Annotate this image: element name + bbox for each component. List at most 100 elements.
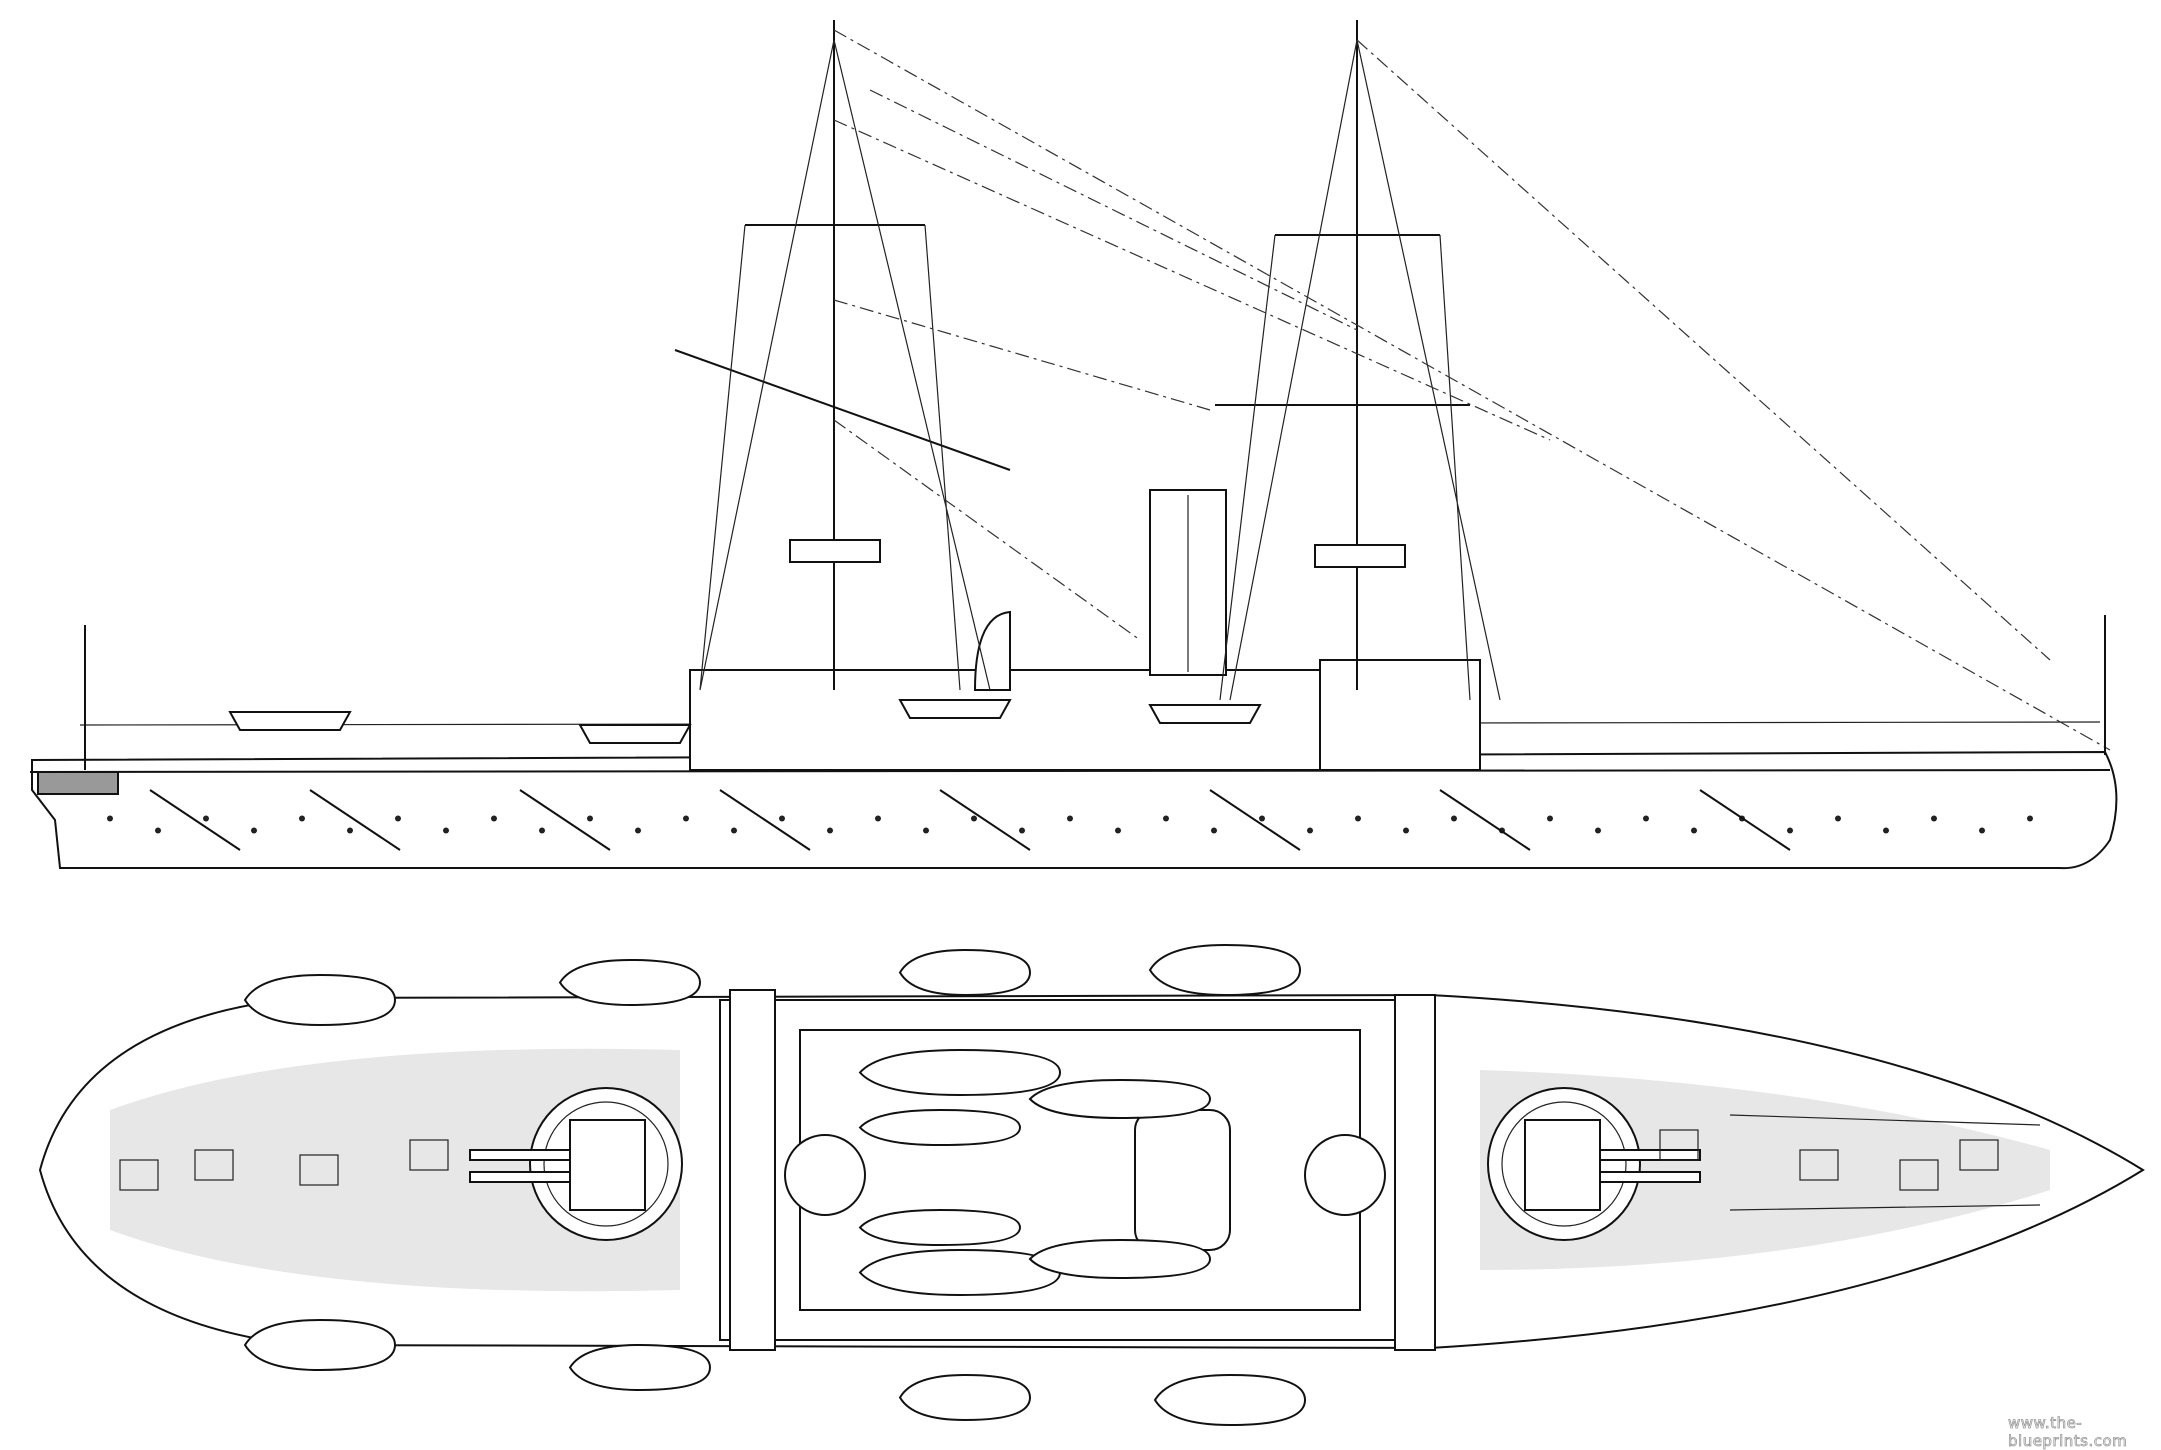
ventilator <box>973 610 1011 691</box>
fore-gaff <box>674 349 1011 471</box>
aft-gun-right <box>469 1171 571 1183</box>
boat <box>1028 1238 1212 1280</box>
hatch <box>409 1139 449 1171</box>
boat <box>1148 943 1302 997</box>
boom <box>939 789 1031 851</box>
porthole <box>1451 815 1457 822</box>
deck-planking-shading <box>110 1048 680 1292</box>
porthole <box>1931 815 1937 822</box>
stays <box>833 29 2111 751</box>
porthole <box>875 815 881 822</box>
funnel-plan <box>1134 1109 1231 1251</box>
hatch <box>1959 1139 1999 1171</box>
watermark: www.the-blueprints.com <box>2008 1414 2128 1450</box>
boom <box>309 789 401 851</box>
top-plan-view <box>38 943 2145 1427</box>
hatch <box>119 1159 159 1191</box>
aft-turret-ring <box>543 1101 669 1227</box>
shrouds <box>699 39 1501 701</box>
porthole <box>251 827 257 834</box>
anchor-chain-2 <box>1729 1204 2041 1211</box>
plan-boats <box>243 943 1307 1427</box>
porthole <box>1067 815 1073 822</box>
stern-gallery <box>37 771 119 795</box>
aft-superstructure <box>1319 659 1481 771</box>
boat <box>1028 1078 1212 1120</box>
hatch <box>1899 1159 1939 1191</box>
portholes <box>107 815 2033 834</box>
porthole <box>2027 815 2033 822</box>
boat <box>558 958 702 1007</box>
fore-conning-tower <box>1304 1134 1386 1216</box>
boat <box>858 1248 1062 1297</box>
boat <box>568 1343 712 1392</box>
porthole <box>1979 827 1985 834</box>
boat <box>858 1048 1062 1097</box>
porthole <box>1019 827 1025 834</box>
fore-gun-right <box>1599 1171 1701 1183</box>
porthole <box>827 827 833 834</box>
anchor-chain-1 <box>1729 1114 2041 1126</box>
boat <box>578 724 692 744</box>
boat <box>1153 1373 1307 1427</box>
side-boats <box>228 699 1262 744</box>
porthole <box>1115 827 1121 834</box>
hatch <box>194 1149 234 1181</box>
porthole <box>971 815 977 822</box>
boom <box>719 789 811 851</box>
porthole <box>203 815 209 822</box>
fore-top <box>789 539 881 563</box>
fore-gun-left <box>1599 1149 1701 1161</box>
porthole <box>1355 815 1361 822</box>
hatch <box>1659 1129 1699 1161</box>
porthole <box>635 827 641 834</box>
hatch <box>299 1154 339 1186</box>
boat <box>228 711 352 731</box>
deck-hatches <box>119 1129 1999 1191</box>
fore-gunhouse <box>1524 1119 1601 1211</box>
boat <box>243 973 397 1027</box>
torpedo-net-booms <box>149 789 1791 851</box>
porthole <box>1787 827 1793 834</box>
porthole <box>683 815 689 822</box>
boom <box>1209 789 1301 851</box>
boat <box>898 699 1012 719</box>
aft-conning-tower <box>784 1134 866 1216</box>
porthole <box>1307 827 1313 834</box>
boat <box>898 948 1032 997</box>
porthole <box>923 827 929 834</box>
porthole <box>1259 815 1265 822</box>
porthole <box>443 827 449 834</box>
flying-bridge-fore <box>1394 994 1436 1351</box>
boat <box>858 1208 1022 1247</box>
porthole <box>1163 815 1169 822</box>
porthole <box>587 815 593 822</box>
boat <box>898 1373 1032 1422</box>
boom <box>1439 789 1531 851</box>
porthole <box>1643 815 1649 822</box>
aft-gun-left <box>469 1149 571 1161</box>
boom <box>519 789 611 851</box>
boom <box>149 789 241 851</box>
boom <box>1699 789 1791 851</box>
main-top <box>1314 544 1406 568</box>
flying-bridge-aft <box>729 989 776 1351</box>
porthole <box>1403 827 1409 834</box>
porthole <box>107 815 113 822</box>
hatch <box>1799 1149 1839 1181</box>
porthole <box>731 827 737 834</box>
porthole <box>1835 815 1841 822</box>
boat <box>1148 704 1262 724</box>
porthole <box>1883 827 1889 834</box>
fore-turret-ring <box>1501 1101 1627 1227</box>
boat <box>858 1108 1022 1147</box>
porthole <box>491 815 497 822</box>
porthole <box>155 827 161 834</box>
hull-side <box>31 750 2118 870</box>
porthole <box>539 827 545 834</box>
porthole <box>1691 827 1697 834</box>
porthole <box>395 815 401 822</box>
porthole <box>1595 827 1601 834</box>
aft-gunhouse <box>569 1119 646 1211</box>
